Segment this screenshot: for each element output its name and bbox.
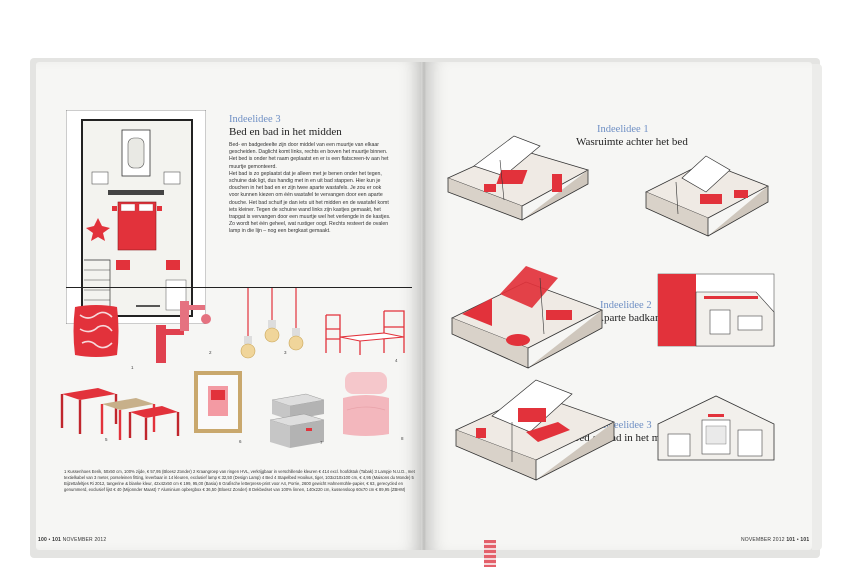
- left-page: Indeelidee 3 Bed en bad in het midden Be…: [36, 62, 422, 550]
- book-cover-edge: [812, 64, 822, 550]
- idea-1-title: Wasruimte achter het bed: [576, 136, 688, 148]
- body-paragraph: Het bad is zo geplaatst dat je alleen me…: [229, 170, 391, 235]
- idea-label: Indeelidee 3: [229, 114, 281, 125]
- side-tables-image: [60, 388, 180, 440]
- idea-1-label: Indeelidee 1: [597, 124, 649, 135]
- idea-1-drawing-b: [645, 155, 769, 237]
- floor-plan-illustration: [66, 110, 206, 324]
- idea-title: Bed en bad in het midden: [229, 126, 342, 138]
- idea-3-label: Indeelidee 3: [600, 420, 652, 431]
- idea-2-drawing-b: [657, 273, 775, 347]
- folio-page-number: 100: [38, 537, 47, 543]
- product-number: 8: [401, 436, 404, 441]
- product-number: 5: [105, 437, 108, 442]
- product-number: 4: [395, 358, 398, 363]
- right-page: Indeelidee 1 Wasruimte achter het bed In…: [426, 62, 812, 550]
- idea-3-drawing-a: [454, 379, 616, 481]
- product-number: 6: [239, 439, 242, 444]
- idea-2-title: Aparte badkamer: [596, 312, 673, 324]
- idea-3-drawing-b: [657, 395, 775, 461]
- pendant-lamps-image: [240, 288, 304, 359]
- bed-frame-image: [325, 310, 405, 355]
- folio-right: NOVEMBER 2012 101 • 101: [741, 537, 810, 543]
- folio-month: NOVEMBER 2012: [741, 537, 785, 543]
- storage-boxes-image: [269, 393, 325, 448]
- product-number: 3: [284, 350, 287, 355]
- bookmark-ribbon: [484, 540, 496, 567]
- tap-image: [156, 301, 211, 363]
- section-divider: [66, 287, 412, 288]
- product-number: 1: [131, 365, 134, 370]
- folio-page-number: 101: [52, 537, 62, 543]
- product-number: 7: [320, 440, 323, 445]
- product-number: 2: [209, 350, 212, 355]
- cushion-image: [73, 305, 119, 357]
- book-gutter: [421, 62, 427, 550]
- product-captions: 1 Kussenhoes Eerik, 50x50 cm, 100% zijde…: [64, 469, 415, 492]
- folio-left: 100 • 101 NOVEMBER 2012: [38, 537, 107, 543]
- body-paragraph: Bed- en badgedeelte zijn door middel van…: [229, 142, 389, 170]
- body-text: Bed- en badgedeelte zijn door middel van…: [229, 142, 391, 236]
- idea-1-drawing-a: [446, 135, 590, 221]
- framed-print-image: [194, 371, 242, 433]
- idea-2-label: Indeelidee 2: [600, 300, 652, 311]
- folio-page-number: 101: [800, 537, 810, 543]
- idea-2-drawing-a: [451, 266, 603, 369]
- bedding-image: [343, 372, 389, 436]
- folio-page-number: 101: [786, 537, 796, 543]
- folio-month: NOVEMBER 2012: [62, 537, 107, 543]
